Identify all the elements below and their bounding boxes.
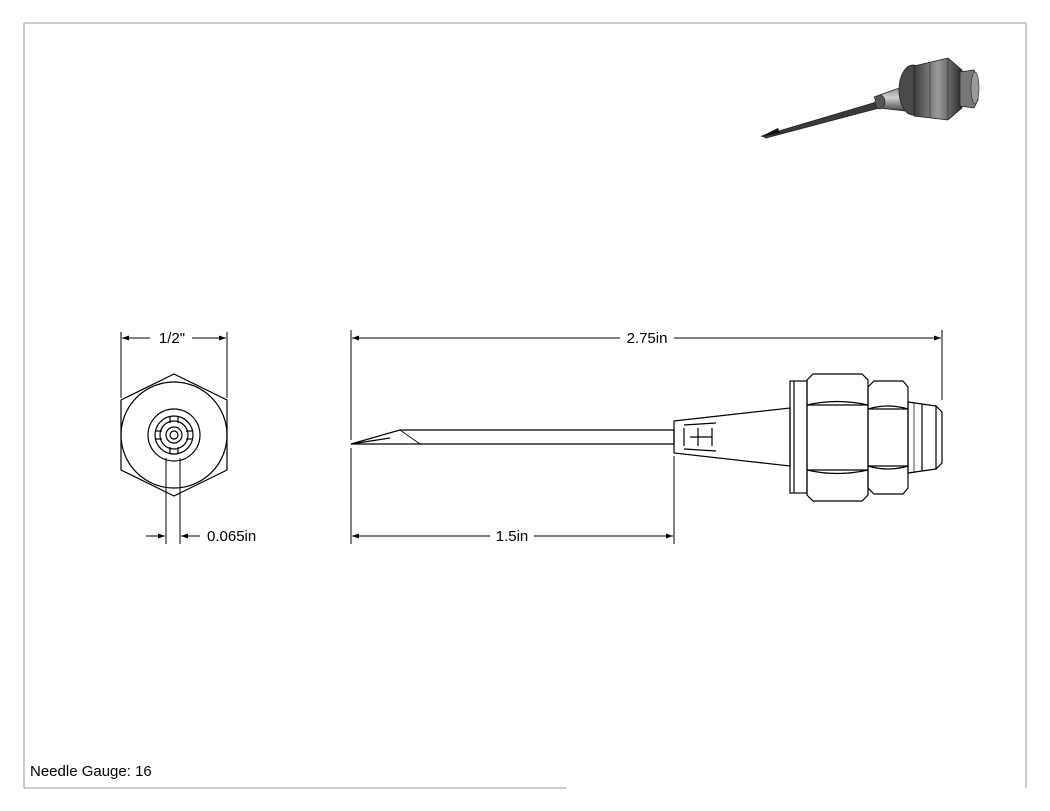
hub-flange	[789, 380, 808, 494]
isometric-view	[760, 57, 980, 139]
dimension-bore	[146, 458, 200, 544]
end-view	[120, 373, 228, 497]
overall-length-label: 2.75in	[627, 330, 668, 347]
needle-gauge-note: Needle Gauge: 16	[30, 763, 152, 780]
small-hex-nut	[867, 380, 909, 495]
bore-diameter-label: 0.065in	[207, 528, 256, 545]
threaded-nipple	[907, 401, 943, 474]
large-hex-nut	[806, 373, 869, 502]
side-view	[350, 373, 943, 502]
dimension-hex-width	[120, 332, 228, 398]
dimension-overall-length	[350, 330, 943, 440]
sheet-frame	[23, 22, 1027, 789]
needle-length-label: 1.5in	[496, 528, 529, 545]
hex-outline	[120, 373, 228, 497]
hex-width-label: 1/2"	[159, 330, 185, 347]
dimension-needle-length	[350, 448, 675, 544]
needle-outline	[350, 429, 675, 445]
